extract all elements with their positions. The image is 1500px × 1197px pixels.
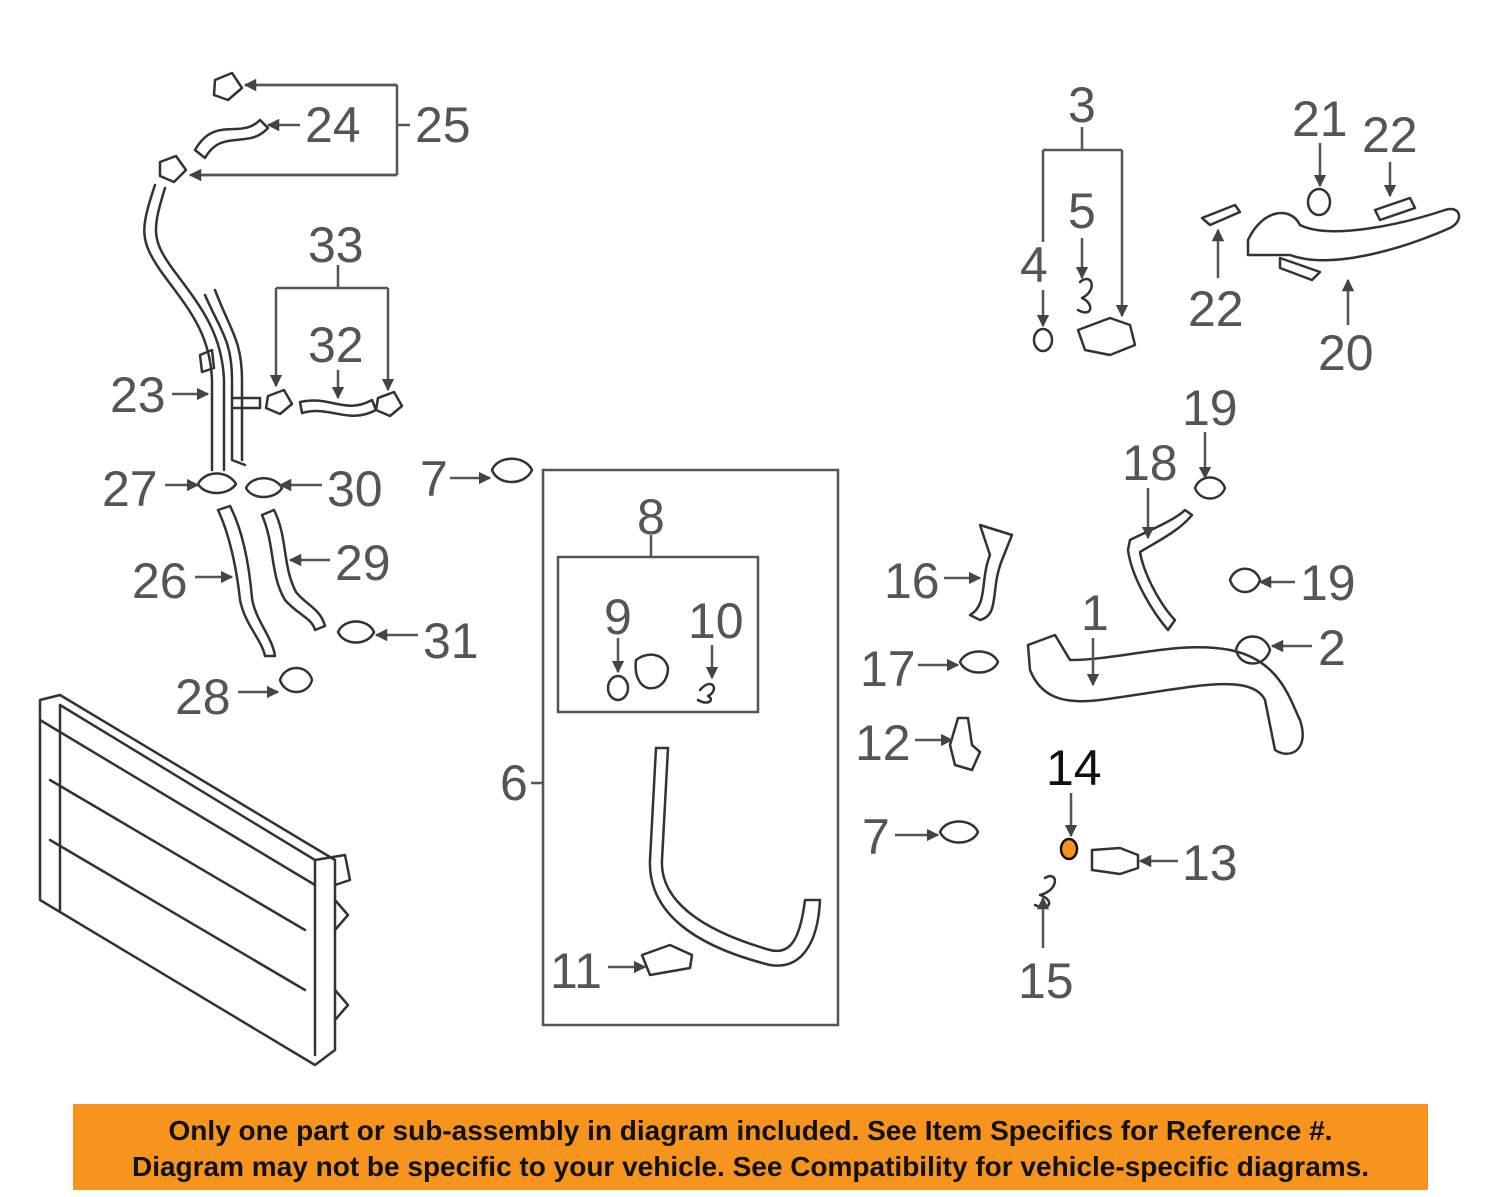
hose-32 — [264, 388, 404, 418]
pipe-20-tab — [1278, 256, 1322, 282]
callout-4: 4 — [1020, 237, 1048, 293]
callout-15: 15 — [1018, 953, 1074, 1009]
o-ring-14 — [1059, 837, 1079, 861]
callout-2: 2 — [1318, 620, 1346, 676]
bracket-11 — [640, 943, 694, 977]
disclaimer-line-1: Only one part or sub-assembly in diagram… — [168, 1115, 1333, 1146]
callout-7-lower: 7 — [862, 809, 890, 865]
clamp-7-lower — [938, 820, 980, 844]
callout-27: 27 — [102, 461, 158, 517]
assembly-6-frame — [541, 468, 840, 1027]
callout-8: 8 — [637, 489, 665, 545]
callout-13: 13 — [1182, 835, 1238, 891]
clip-15 — [1033, 874, 1057, 909]
clip-5 — [1076, 277, 1093, 314]
hose-6 — [648, 746, 822, 967]
callout-31: 31 — [423, 613, 479, 669]
callout-18: 18 — [1122, 435, 1178, 491]
o-ring-4 — [1032, 327, 1054, 353]
callout-5: 5 — [1068, 183, 1096, 239]
clamp-2 — [1234, 635, 1272, 665]
callout-21: 21 — [1292, 91, 1348, 147]
callout-29: 29 — [335, 535, 391, 591]
clamp-19-upper — [1193, 476, 1227, 500]
o-ring-9 — [606, 674, 630, 702]
clamp-30 — [244, 477, 284, 499]
callout-32: 32 — [308, 317, 364, 373]
pipe-23 — [143, 183, 262, 472]
assembly-8-frame — [556, 555, 760, 714]
callout-22-lower: 22 — [1188, 281, 1244, 337]
bolt-22-left — [1200, 203, 1242, 227]
housing-3 — [1076, 316, 1137, 357]
callout-17: 17 — [860, 641, 916, 697]
callout-7-upper: 7 — [420, 451, 448, 507]
clip-10 — [696, 682, 716, 704]
callout-20: 20 — [1318, 325, 1374, 381]
callout-6: 6 — [500, 755, 528, 811]
callout-30: 30 — [327, 461, 383, 517]
o-ring-21 — [1306, 187, 1332, 217]
pipe-18 — [1126, 508, 1194, 632]
clamp-28 — [278, 666, 314, 694]
callout-22-upper: 22 — [1362, 107, 1418, 163]
clamp-31 — [336, 620, 376, 644]
callout-26: 26 — [132, 553, 188, 609]
callout-14: 14 — [1046, 740, 1102, 796]
hose-1 — [1026, 633, 1304, 755]
disclaimer-banner: Only one part or sub-assembly in diagram… — [73, 1104, 1428, 1190]
callout-3: 3 — [1068, 77, 1096, 133]
callout-33: 33 — [308, 217, 364, 273]
callout-25: 25 — [415, 97, 471, 153]
part-9-housing — [634, 653, 670, 690]
callout-28: 28 — [175, 669, 231, 725]
callout-12: 12 — [855, 715, 911, 771]
leader-lines — [165, 78, 1397, 974]
callout-16: 16 — [884, 553, 940, 609]
callout-19-lower: 19 — [1300, 555, 1356, 611]
callout-11: 11 — [550, 943, 602, 999]
callout-1: 1 — [1081, 585, 1109, 641]
hose-26 — [216, 504, 277, 658]
bolt-22-right — [1373, 196, 1417, 222]
clamp-17 — [958, 650, 1000, 674]
connector-12 — [948, 716, 982, 772]
hose-29 — [260, 508, 327, 632]
callout-labels: 24 25 33 32 23 27 30 26 29 31 28 7 8 9 1… — [102, 77, 1418, 1009]
callout-9: 9 — [604, 589, 632, 645]
clamp-27 — [196, 472, 238, 495]
clamp-19-lower — [1228, 567, 1262, 594]
hose-24 — [158, 71, 270, 184]
callout-23: 23 — [110, 367, 166, 423]
pipe-20 — [1246, 207, 1461, 262]
clamp-7-upper — [490, 457, 534, 484]
callout-10: 10 — [688, 593, 744, 649]
callout-24: 24 — [305, 97, 361, 153]
radiator — [38, 693, 352, 1067]
disclaimer-line-2: Diagram may not be specific to your vehi… — [131, 1151, 1370, 1182]
sensor-13 — [1090, 846, 1140, 876]
callout-19-upper: 19 — [1182, 380, 1238, 436]
hose-16 — [968, 523, 1014, 622]
